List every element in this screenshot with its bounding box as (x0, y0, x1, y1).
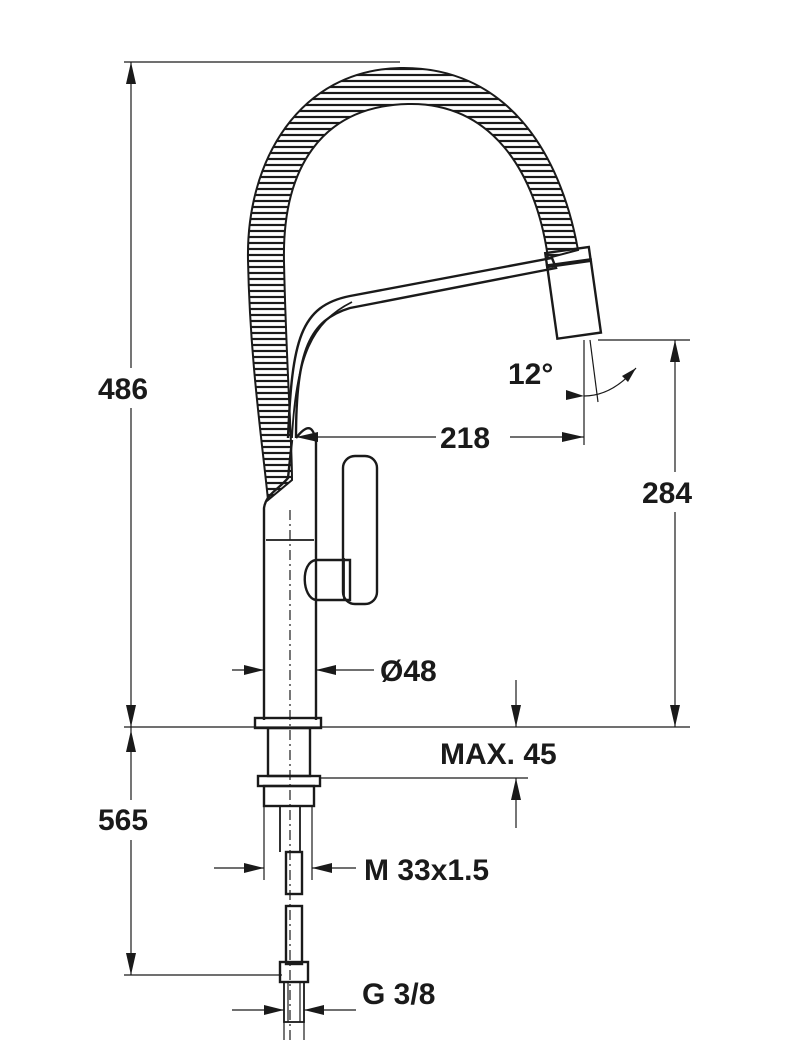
label-reach: 218 (440, 422, 490, 455)
label-spout-height: 284 (642, 477, 692, 510)
label-total-height: 486 (98, 373, 148, 406)
dimension-labels: 486 565 284 218 12° Ø48 MAX. 45 M 33x1.5… (96, 358, 712, 1011)
label-connection: G 3/8 (362, 978, 435, 1011)
dimension-lines (124, 61, 690, 1040)
label-max-mount: MAX. 45 (440, 738, 557, 771)
label-thread: M 33x1.5 (364, 854, 489, 887)
flexible-hose (246, 66, 580, 502)
label-angle: 12° (508, 358, 553, 391)
lever-handle (303, 454, 379, 606)
spray-head (543, 245, 603, 341)
faucet-body (253, 256, 558, 1040)
label-below-mount: 565 (98, 804, 148, 837)
label-body-diameter: Ø48 (380, 655, 437, 688)
mounting-assembly (256, 726, 322, 1023)
